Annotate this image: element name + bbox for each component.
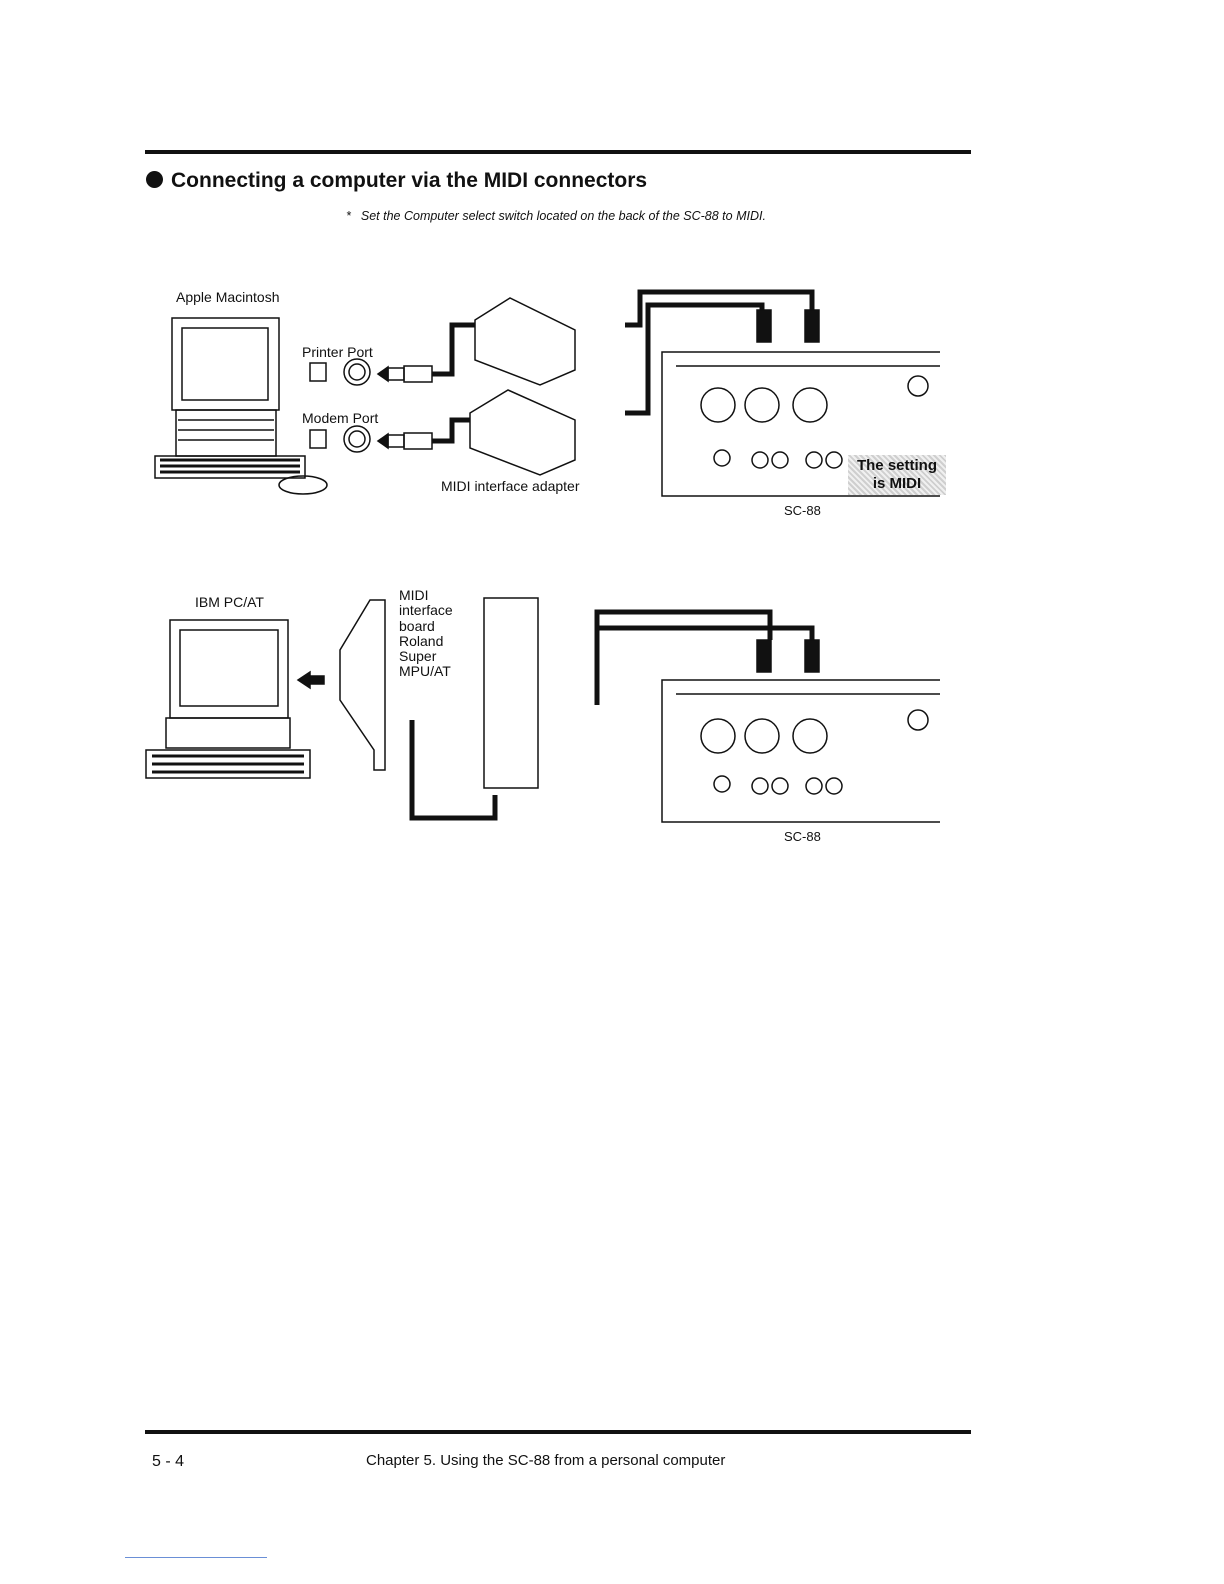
board-line-2: interface xyxy=(399,602,453,619)
page-number: 5 - 4 xyxy=(152,1453,185,1470)
board-line-5: Super xyxy=(399,648,437,665)
board-line-1: MIDI xyxy=(399,587,429,603)
midi-adapter-top xyxy=(469,297,576,476)
midi-board-label: MIDI interface board Roland Super MPU/AT xyxy=(399,587,453,680)
note-star: * xyxy=(346,209,351,223)
setting-line-1: The setting xyxy=(856,457,937,474)
bullet-icon xyxy=(146,171,163,188)
instruction-note: * Set the Computer select switch located … xyxy=(346,209,766,223)
sc88-label-bottom: SC-88 xyxy=(784,829,821,844)
board-line-3: board xyxy=(399,617,435,634)
top-rule xyxy=(145,150,971,154)
ibm-computer-illustration xyxy=(145,619,325,779)
printer-port-icon xyxy=(309,358,433,386)
midi-interface-board xyxy=(339,597,539,789)
cable-lines xyxy=(409,289,815,821)
mac-label: Apple Macintosh xyxy=(176,289,280,305)
section-heading: Connecting a computer via the MIDI conne… xyxy=(146,169,647,193)
connection-diagram xyxy=(145,289,940,823)
board-line-6: MPU/AT xyxy=(399,663,451,680)
bottom-rule xyxy=(145,1430,971,1434)
modem-port-label: Modem Port xyxy=(302,410,379,426)
modem-port-icon xyxy=(309,425,433,453)
board-line-4: Roland xyxy=(399,632,444,649)
chapter-title: Chapter 5. Using the SC-88 from a person… xyxy=(366,1452,726,1469)
printer-port-label: Printer Port xyxy=(302,344,373,360)
mac-computer-illustration xyxy=(154,317,328,495)
ibm-label: IBM PC/AT xyxy=(195,594,264,610)
sc88-panel-top xyxy=(661,309,940,497)
note-text: Set the Computer select switch located o… xyxy=(360,209,766,223)
setting-line-2: is MIDI xyxy=(872,475,922,492)
footer-link-underline xyxy=(125,1557,267,1558)
sc88-label-top: SC-88 xyxy=(784,503,821,518)
adapter-label: MIDI interface adapter xyxy=(441,478,580,494)
heading-text: Connecting a computer via the MIDI conne… xyxy=(171,169,648,192)
sc88-panel-bottom xyxy=(661,639,940,823)
